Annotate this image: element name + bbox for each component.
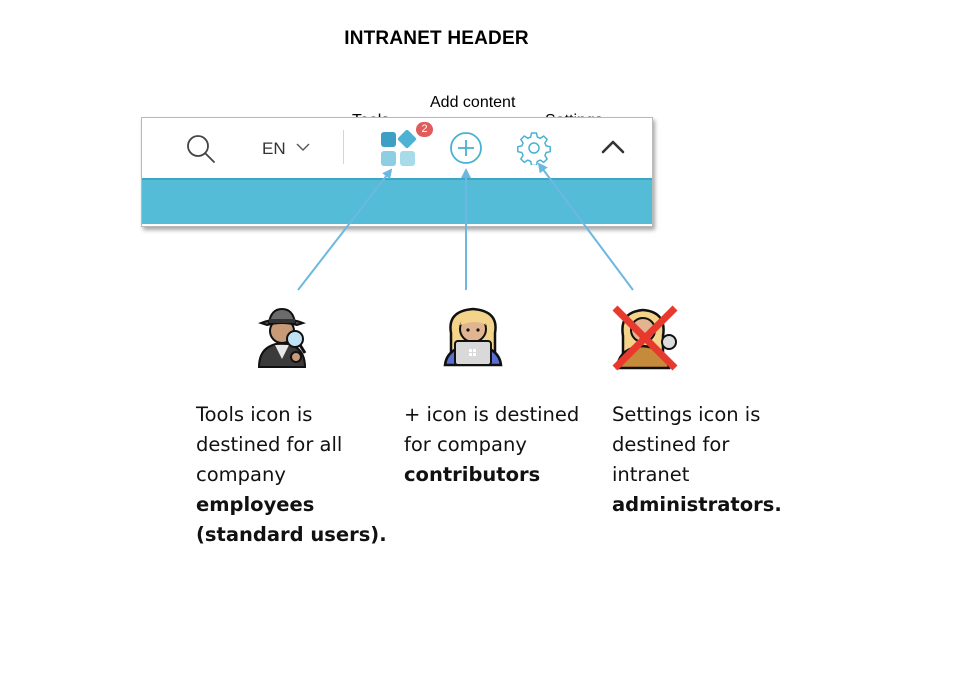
- tools-desc-bold: (standard users).: [196, 520, 387, 550]
- add-content-callout-label: Add content: [430, 94, 516, 111]
- arrow-to-tools: [297, 168, 393, 291]
- arrow-to-settings: [537, 162, 634, 291]
- settings-desc-line: Settings icon is: [612, 403, 761, 426]
- add-audience-emphasis: contributors: [404, 463, 541, 486]
- tools-desc-line: Tools icon is: [196, 403, 313, 426]
- detective-emoji: [257, 307, 307, 368]
- intranet-header-mockup: EN 2: [141, 117, 653, 227]
- tools-notification-badge: 2: [416, 122, 433, 137]
- settings-description: Settings icon is destined for intranet a…: [612, 400, 782, 520]
- person-with-laptop-emoji: [443, 307, 503, 367]
- settings-desc-line: intranet: [612, 463, 690, 486]
- add-desc-bold: contributors: [404, 460, 579, 490]
- tools-audience-emphasis: employees: [196, 493, 315, 516]
- header-divider: [343, 130, 344, 164]
- tools-desc-bold: employees: [196, 490, 387, 520]
- tools-grid-icon[interactable]: [379, 130, 419, 170]
- gear-icon[interactable]: [517, 131, 551, 165]
- tools-audience-note: (standard users).: [196, 523, 387, 546]
- settings-audience-emphasis: administrators.: [612, 493, 782, 516]
- tools-desc-line: destined for all: [196, 433, 343, 456]
- crossed-out-person-emoji: [612, 305, 678, 371]
- language-selector[interactable]: EN: [262, 139, 286, 159]
- language-label: EN: [262, 139, 286, 158]
- tools-desc-line: company: [196, 463, 286, 486]
- settings-desc-line: destined for: [612, 433, 730, 456]
- header-top-bar: EN 2: [142, 118, 652, 178]
- add-description: + icon is destined for company contribut…: [404, 400, 579, 490]
- tools-description: Tools icon is destined for all company e…: [196, 400, 387, 550]
- chevron-down-icon[interactable]: [296, 143, 310, 152]
- add-desc-line: + icon is destined: [404, 403, 580, 426]
- add-desc-line: for company: [404, 433, 527, 456]
- chevron-up-icon[interactable]: [601, 140, 625, 154]
- page-title: INTRANET HEADER: [344, 28, 529, 49]
- search-icon[interactable]: [186, 134, 216, 164]
- settings-desc-bold: administrators.: [612, 490, 782, 520]
- plus-circle-icon[interactable]: [449, 131, 483, 165]
